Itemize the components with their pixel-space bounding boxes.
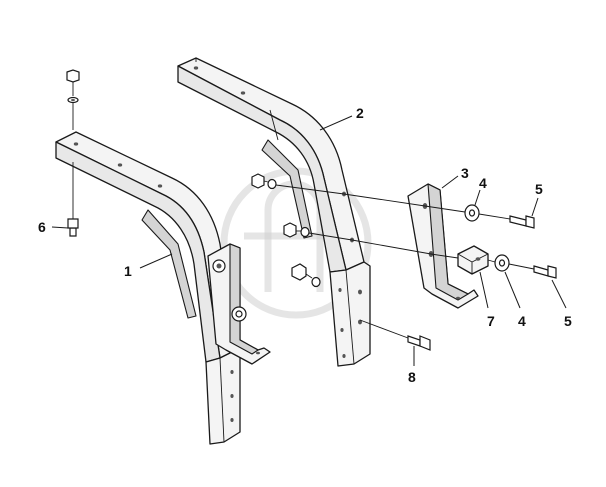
bolt-part-5-upper xyxy=(509,215,535,229)
nut-set-lower xyxy=(291,263,321,288)
callout-5-upper: 5 xyxy=(535,181,543,197)
callout-4-upper: 4 xyxy=(479,175,487,191)
bolt-part-5-lower xyxy=(533,265,557,279)
callout-labels: 1 2 3 4 5 6 7 4 5 8 xyxy=(38,105,572,385)
bolt-part-8 xyxy=(407,335,431,351)
mounted-bracket xyxy=(207,243,271,365)
spacer-part-7 xyxy=(457,245,489,275)
top-nut-and-washer xyxy=(66,69,80,104)
callout-3: 3 xyxy=(461,165,469,181)
washer-part-4-lower xyxy=(494,254,510,272)
callout-4-lower: 4 xyxy=(518,313,526,329)
callout-6: 6 xyxy=(38,219,46,235)
callout-8: 8 xyxy=(408,369,416,385)
frame-part-2 xyxy=(177,57,371,367)
leader-lines xyxy=(51,115,567,366)
callout-2: 2 xyxy=(356,105,364,121)
callout-5-lower: 5 xyxy=(564,313,572,329)
assembly-lines xyxy=(72,82,535,339)
nut-set-upper xyxy=(251,173,277,190)
bracket-part-3 xyxy=(407,183,479,309)
callout-1: 1 xyxy=(124,263,132,279)
bolt-part-6 xyxy=(67,218,79,237)
callout-7: 7 xyxy=(487,313,495,329)
nut-set-middle xyxy=(283,222,310,238)
washer-part-4-upper xyxy=(464,204,480,222)
